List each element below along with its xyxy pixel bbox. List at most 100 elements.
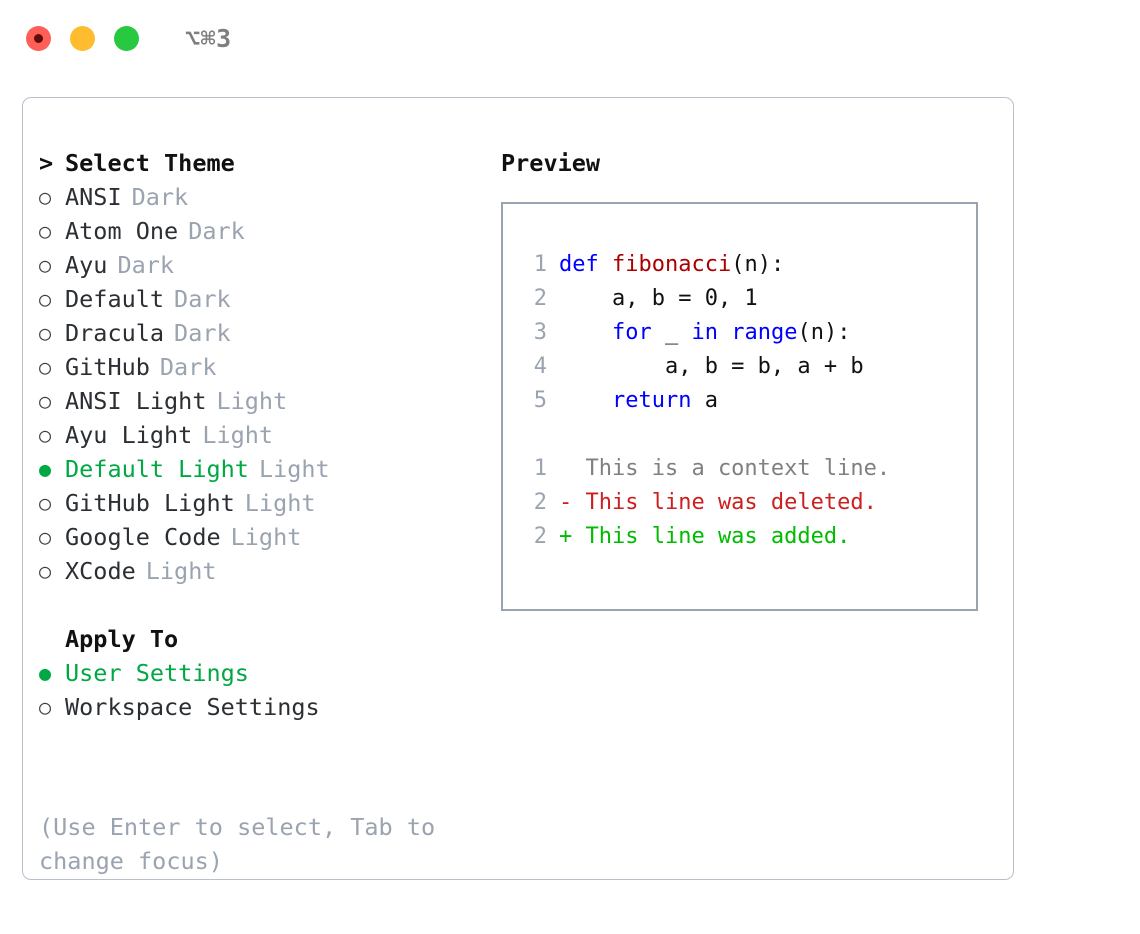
code-line-text: a, b = 0, 1	[559, 282, 758, 316]
code-token-kw: return	[611, 388, 692, 413]
code-line: 5 return a	[517, 384, 976, 418]
theme-option-label: GitHub Light	[65, 489, 235, 517]
diff-sample: 1 This is a context line. 2 - This line wa…	[517, 452, 976, 554]
code-token-pl: a	[691, 388, 718, 413]
theme-option-label: Atom One	[65, 217, 179, 245]
apply-to-heading: ○ Apply To	[39, 622, 489, 656]
theme-option-ayu-light[interactable]: ○ Ayu Light Light	[39, 418, 489, 452]
code-token-kw: in	[691, 320, 718, 345]
code-token-pl: (n):	[797, 320, 851, 345]
theme-option-github-light[interactable]: ○ GitHub Light Light	[39, 486, 489, 520]
theme-option-ayu[interactable]: ○ Ayu Dark	[39, 248, 489, 282]
code-token-fn: fibonacci	[611, 252, 732, 277]
radio-unselected-icon: ○	[39, 219, 52, 243]
list-spacer	[39, 588, 489, 622]
radio-unselected-icon: ○	[39, 491, 52, 515]
radio-unselected-icon: ○	[39, 287, 52, 311]
diff-line-number: 1	[533, 456, 547, 481]
preview-heading: Preview	[501, 149, 601, 177]
theme-option-label: Default	[65, 285, 165, 313]
code-line: 1 def fibonacci(n):	[517, 248, 976, 282]
theme-option-tag: Dark	[159, 353, 217, 381]
minimize-button[interactable]	[70, 25, 95, 51]
keyboard-hint: (Use Enter to select, Tab to change focu…	[39, 810, 449, 878]
diff-line-text: This is a context line.	[559, 456, 891, 481]
theme-option-tag: Light	[145, 557, 217, 585]
theme-option-atom-one[interactable]: ○ Atom One Dark	[39, 214, 489, 248]
theme-option-label: Ayu Light	[65, 421, 193, 449]
apply-to-option-label: Workspace Settings	[65, 693, 320, 721]
radio-unselected-icon: ○	[39, 389, 52, 413]
radio-selected-icon: ●	[39, 457, 52, 481]
theme-option-tag: Light	[216, 387, 288, 415]
code-token-pl: (n):	[731, 252, 785, 277]
code-line: 3 for _ in range(n):	[517, 316, 976, 350]
apply-to-option-label: User Settings	[65, 659, 249, 687]
radio-unselected-icon: ○	[39, 185, 52, 209]
theme-option-label: GitHub	[65, 353, 150, 381]
diff-line-number: 2	[533, 490, 547, 515]
radio-unselected-icon: ○	[39, 525, 52, 549]
no-bullet-icon: ○	[39, 622, 65, 656]
code-line-text: a, b = b, a + b	[559, 350, 864, 384]
code-line-text: def fibonacci(n):	[559, 248, 784, 282]
radio-unselected-icon: ○	[39, 253, 52, 277]
window-controls	[26, 25, 139, 51]
title-bar: ⌥⌘3	[0, 0, 1140, 76]
radio-selected-icon: ●	[39, 661, 52, 685]
theme-option-label: ANSI Light	[65, 387, 207, 415]
code-token-pl	[718, 320, 731, 345]
diff-line-number: 2	[533, 524, 547, 549]
radio-unselected-icon: ○	[39, 423, 52, 447]
theme-option-default[interactable]: ○ Default Dark	[39, 282, 489, 316]
theme-option-ansi[interactable]: ○ ANSI Dark	[39, 180, 489, 214]
code-line-text: for _ in range(n):	[559, 316, 850, 350]
apply-to-option-user-settings[interactable]: ● User Settings	[39, 656, 489, 690]
close-button[interactable]	[26, 25, 51, 51]
code-token-pl	[559, 388, 612, 413]
theme-option-tag: Dark	[174, 319, 231, 347]
code-token-pl: a, b = 0, 1	[559, 286, 758, 311]
chevron-right-icon: >	[39, 149, 54, 177]
diff-line-add: 2 + This line was added.	[517, 520, 976, 554]
theme-option-tag: Dark	[174, 285, 231, 313]
code-line-number: 1	[533, 252, 547, 277]
theme-option-label: Dracula	[65, 319, 165, 347]
apply-to-option-workspace-settings[interactable]: ○Workspace Settings	[39, 690, 489, 724]
theme-option-tag: Light	[202, 421, 274, 449]
diff-line-ctx: 1 This is a context line.	[517, 452, 976, 486]
diff-line-text: - This line was deleted.	[559, 490, 877, 515]
theme-option-dracula[interactable]: ○ Dracula Dark	[39, 316, 489, 350]
theme-option-label: Google Code	[65, 523, 221, 551]
theme-option-tag: Dark	[188, 217, 245, 245]
theme-option-tag: Light	[258, 455, 330, 483]
code-token-kw: for	[611, 320, 652, 345]
theme-option-ansi-light[interactable]: ○ ANSI Light Light	[39, 384, 489, 418]
theme-option-label: Ayu	[65, 251, 108, 279]
theme-option-tag: Light	[244, 489, 316, 517]
diff-line-del: 2 - This line was deleted.	[517, 486, 976, 520]
preview-gap	[517, 418, 976, 452]
code-line: 2 a, b = 0, 1	[517, 282, 976, 316]
theme-option-tag: Dark	[131, 183, 189, 211]
maximize-button[interactable]	[114, 25, 139, 51]
radio-unselected-icon: ○	[39, 559, 52, 583]
apply-to-label: Apply To	[65, 625, 179, 653]
keyboard-hint-line-1: (Use Enter to select, Tab to	[39, 813, 436, 841]
theme-option-tag: Dark	[117, 251, 175, 279]
diff-line-text: + This line was added.	[559, 524, 851, 549]
radio-unselected-icon: ○	[39, 321, 52, 345]
keyboard-hint-line-2: change focus)	[39, 847, 223, 875]
theme-option-label: ANSI	[65, 183, 122, 211]
code-line-number: 5	[533, 388, 547, 413]
apply-to-options: ● User Settings ○Workspace Settings	[39, 656, 489, 724]
code-line-number: 2	[533, 286, 547, 311]
